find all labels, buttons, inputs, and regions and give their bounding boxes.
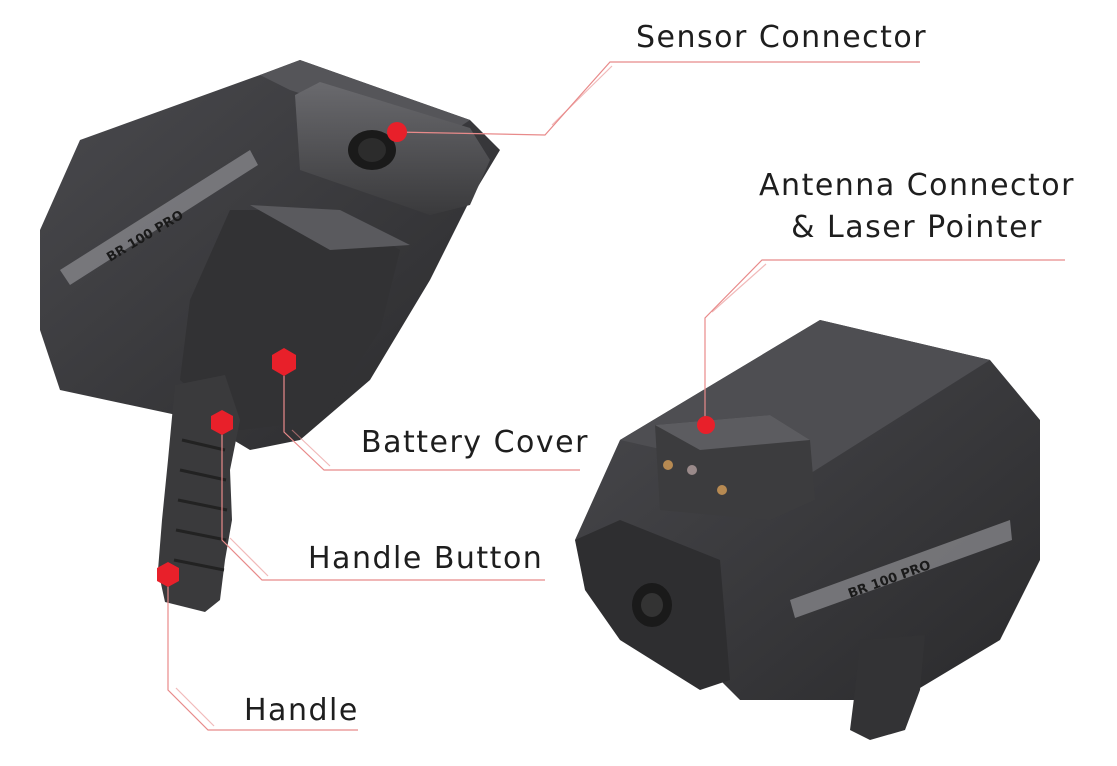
markers [157, 122, 715, 587]
left-device: BR 100 PRO [40, 60, 500, 612]
leader-antenna-connector [704, 259, 1065, 425]
left-handle [158, 375, 240, 612]
label-antenna-line1: Antenna Connector [759, 168, 1075, 203]
left-handle-grips [173, 438, 228, 572]
right-connector-icon [632, 583, 672, 627]
sensor-connector-icon [348, 130, 396, 170]
marker-handle [157, 562, 179, 587]
right-handle [850, 635, 925, 740]
leader-lines [167, 61, 1065, 731]
label-handle-button: Handle Button [308, 541, 544, 576]
marker-antenna-connector [697, 416, 715, 434]
label-handle: Handle [244, 693, 359, 728]
battery-cover-top [250, 205, 410, 250]
label-antenna-connector: Antenna Connector & Laser Pointer [752, 168, 1082, 246]
right-model-band [790, 520, 1012, 618]
leader-battery-cover [283, 362, 580, 471]
label-antenna-line2: & Laser Pointer [791, 210, 1043, 245]
leader-handle-button [221, 420, 545, 581]
right-device: BR 100 PRO [575, 320, 1040, 740]
marker-handle-button [211, 410, 233, 435]
marker-sensor-connector [387, 122, 407, 142]
leader-sensor-connector [394, 61, 920, 136]
label-sensor-connector: Sensor Connector [636, 20, 928, 55]
label-battery-cover: Battery Cover [361, 425, 589, 460]
antenna-connector-box-top [655, 415, 810, 450]
left-model-band [60, 150, 258, 285]
antenna-pins [663, 460, 727, 495]
battery-cover-block [180, 210, 400, 430]
leader-handle [167, 572, 358, 731]
marker-battery-cover [272, 348, 296, 376]
